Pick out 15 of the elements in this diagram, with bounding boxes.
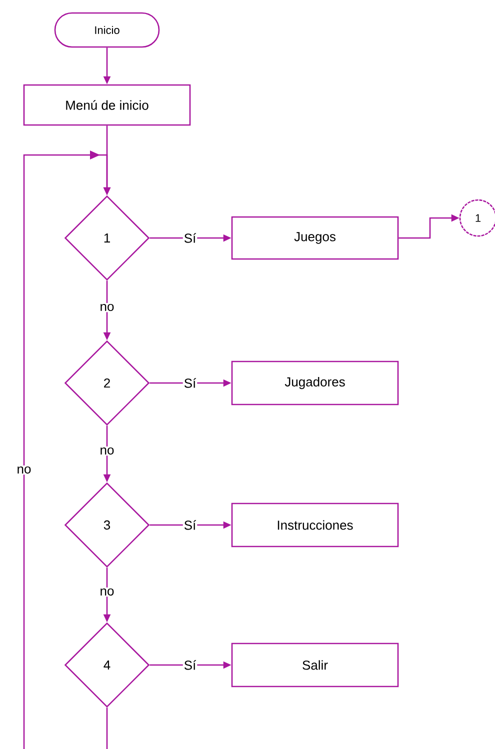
edge-label: Sí [182, 377, 198, 389]
arrow [23, 150, 111, 749]
edge-label: Sí [182, 519, 198, 531]
edge-label: Sí [182, 659, 198, 671]
edge-label: Sí [182, 232, 198, 244]
process-box: Jugadores [231, 360, 399, 406]
edge-label: no [98, 587, 116, 597]
process-box: Menú de inicio [23, 84, 191, 126]
process-box: Juegos [231, 216, 399, 260]
edge-label: no [98, 302, 116, 312]
process-box: Salir [231, 642, 399, 688]
edge-label: no [16, 465, 32, 475]
edge-label: no [98, 446, 116, 456]
process-box: Instrucciones [231, 502, 399, 548]
terminal-box: Inicio [54, 12, 160, 48]
